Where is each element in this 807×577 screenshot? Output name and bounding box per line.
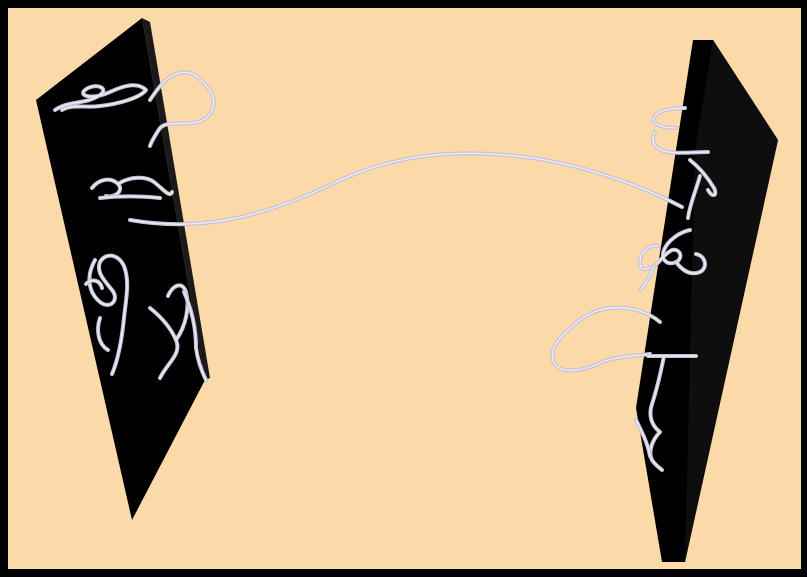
polymer-bridge-figure <box>0 0 807 577</box>
